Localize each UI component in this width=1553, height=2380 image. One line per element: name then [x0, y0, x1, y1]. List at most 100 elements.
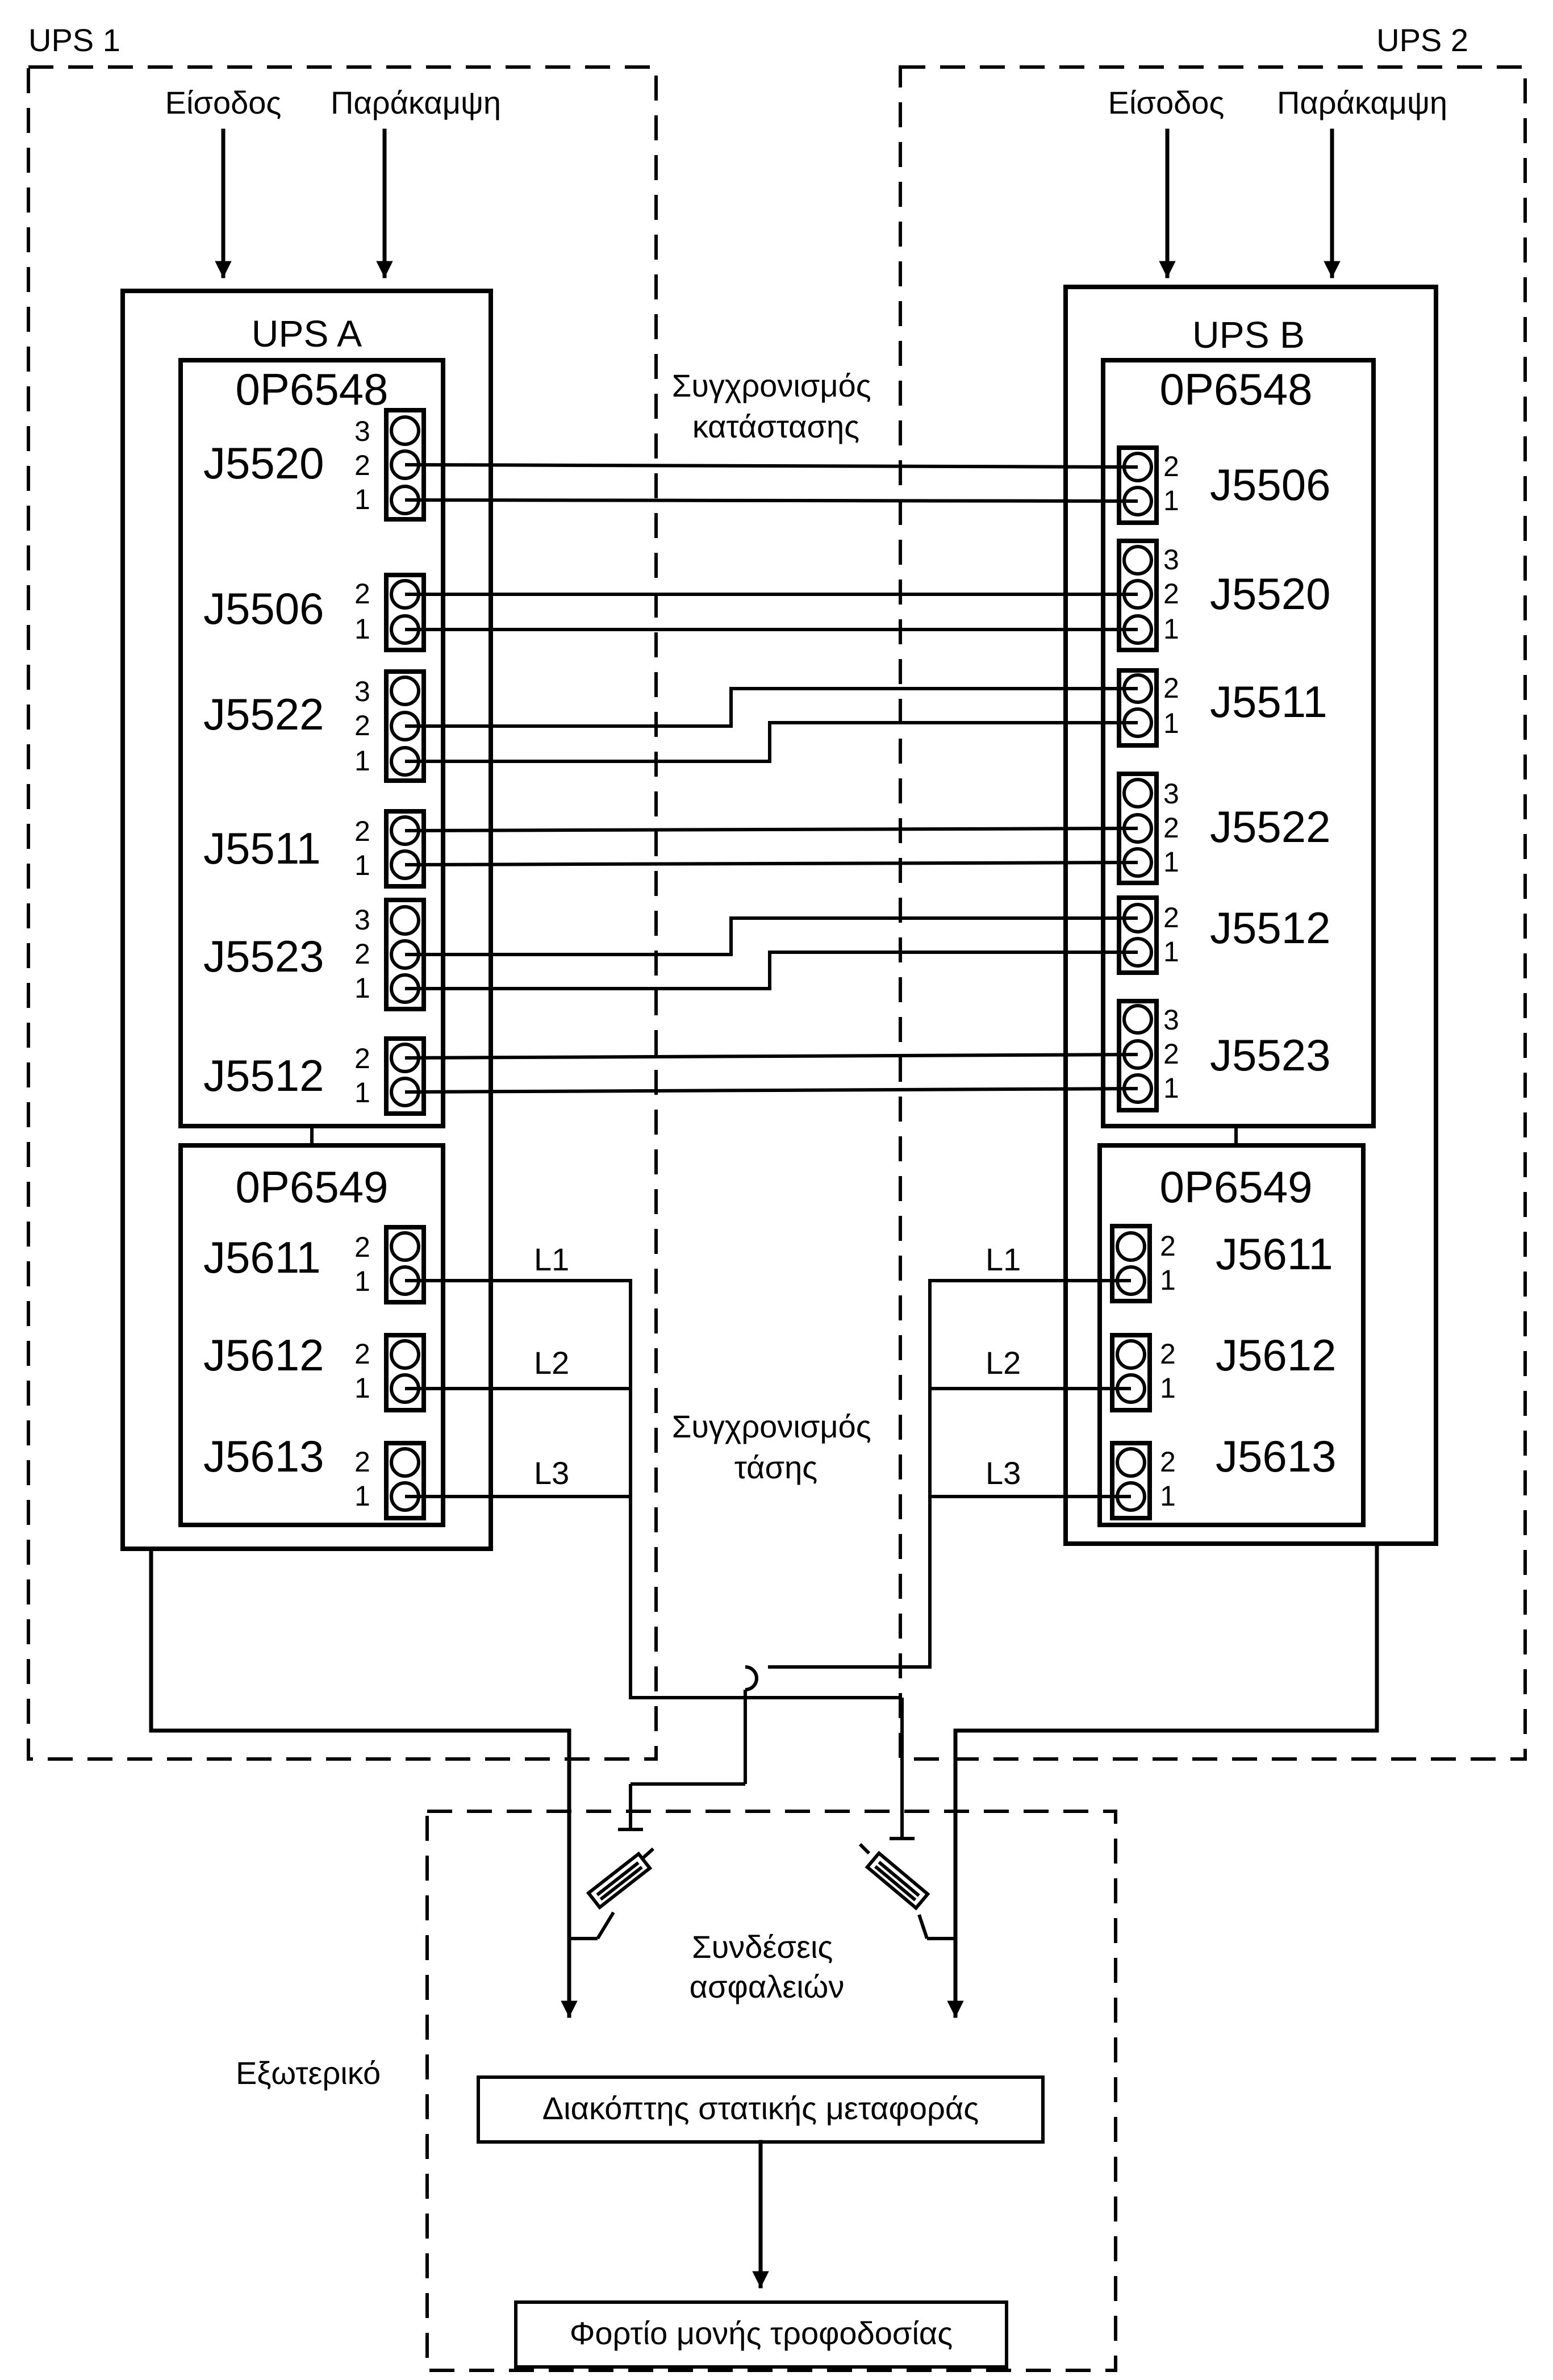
pin-label: 1	[354, 745, 370, 777]
pin-label: 3	[1163, 778, 1179, 810]
pin-label: 3	[1163, 544, 1179, 576]
pin-label: 3	[354, 904, 370, 936]
single-feed-load-label: Φορτίο μονής τροφοδοσίας	[570, 2315, 953, 2351]
pin-label: 2	[1160, 1338, 1176, 1370]
connector-name: J5506	[1210, 460, 1331, 510]
pin-label: 2	[354, 710, 370, 741]
wire	[405, 916, 1138, 956]
status-sync-line1: Συγχρονισμός	[672, 368, 871, 403]
ups-a-board2-label: 0P6549	[236, 1162, 389, 1212]
pin-label: 2	[354, 1338, 370, 1370]
pin-label: 1	[354, 972, 370, 1004]
ups-a-label: UPS A	[252, 312, 362, 355]
connector-name: J5520	[203, 438, 324, 488]
connector-name: J5522	[1210, 802, 1331, 852]
ups2-title: UPS 2	[1376, 22, 1468, 58]
connector-name: J5522	[203, 689, 324, 739]
pin-label: 3	[1163, 1004, 1179, 1036]
ups2-enclosure	[899, 65, 1527, 1761]
voltage-sync-line1: Συγχρονισμός	[672, 1408, 871, 1444]
pin-label: 2	[354, 938, 370, 970]
connector-name: J5512	[1210, 903, 1331, 953]
line-label: L2	[534, 1345, 569, 1381]
ups-b-board-0p6549	[1097, 1143, 1366, 1527]
connector-name: J5511	[1210, 677, 1327, 727]
external-enclosure	[425, 1810, 1117, 2372]
pin-label: 1	[1163, 485, 1179, 516]
line-label: L1	[534, 1241, 569, 1277]
connector-name: J5520	[1210, 569, 1331, 619]
pin-label: 1	[1160, 1372, 1176, 1404]
connector-name: J5523	[203, 931, 324, 981]
ups-a-connector-j5511: J5511 2 1	[203, 809, 426, 889]
line-label: L3	[986, 1455, 1021, 1491]
ups-b-label: UPS B	[1192, 314, 1305, 356]
ups-b-connector-j5512: J5512 2 1	[1117, 895, 1331, 975]
wire	[405, 951, 1138, 990]
pin-label: 2	[1163, 672, 1179, 704]
pin-label: 1	[354, 849, 370, 881]
pin-label: 2	[354, 1043, 370, 1074]
pin-label: 2	[1163, 578, 1179, 610]
pin-label: 2	[354, 449, 370, 481]
line-label: L3	[534, 1455, 569, 1491]
ups-b-unit	[1063, 285, 1438, 1546]
ups2-bypass-label: Παράκαμψη	[1277, 85, 1447, 120]
ups-a-board1-label: 0P6548	[236, 364, 389, 414]
pin-label: 1	[1163, 846, 1179, 878]
ups-a-connector-j5523: J5523 3 2 1	[203, 898, 426, 1011]
connector-name: J5612	[203, 1330, 324, 1380]
ups-b-connector-j5522: J5522 3 2 1	[1117, 772, 1331, 885]
ups-b-connector-j5613: J5613 2 1	[1110, 1431, 1337, 1520]
wire-l1-right	[768, 1279, 1131, 1669]
ups-b-board-0p6548	[1101, 358, 1376, 1128]
ups-b-output-feed	[947, 1541, 1379, 2018]
ups-a-connector-j5611: J5611 2 1	[203, 1225, 426, 1304]
connector-name: J5512	[203, 1051, 324, 1101]
single-feed-load	[514, 2300, 1008, 2369]
ups-b-connector-j5511: J5511 2 1	[1117, 668, 1327, 748]
connector-name: J5523	[1210, 1030, 1331, 1080]
line-label: L2	[986, 1345, 1021, 1381]
pin-label: 2	[1160, 1230, 1176, 1262]
wire	[404, 861, 1138, 866]
fuse-connections-line1: Συνδέσεις	[692, 1929, 833, 1965]
ups-b-connector-j5506: J5506 2 1	[1117, 445, 1331, 525]
left-fuse	[569, 1847, 654, 1940]
connector-name: J5613	[203, 1431, 324, 1481]
pin-label: 1	[1160, 1480, 1176, 1512]
connector-name: J5611	[1216, 1229, 1333, 1279]
pin-label: 1	[354, 1265, 370, 1297]
ups-a-connector-j5613: J5613 2 1	[203, 1431, 426, 1520]
pin-label: 1	[1163, 1072, 1179, 1104]
pin-label: 2	[1163, 812, 1179, 844]
wire	[404, 498, 1138, 503]
status-sync-line2: κατάστασης	[692, 409, 859, 444]
connector-name: J5506	[203, 583, 324, 633]
ups1-bypass-label: Παράκαμψη	[331, 85, 501, 120]
pin-label: 1	[354, 1480, 370, 1512]
pin-label: 2	[1163, 1038, 1179, 1070]
connector-name: J5511	[203, 823, 321, 873]
pin-label: 1	[1160, 1264, 1176, 1296]
line-label: L1	[986, 1241, 1021, 1277]
voltage-sync-line2: τάσης	[734, 1449, 817, 1485]
wire	[405, 721, 1138, 763]
ups1-enclosure	[27, 65, 658, 1761]
pin-label: 1	[354, 613, 370, 645]
ups-b-connector-j5611: J5611 2 1	[1110, 1224, 1333, 1303]
ups-a-unit	[120, 289, 493, 1551]
static-transfer-switch-label: Διακόπτης στατικής μεταφοράς	[542, 2090, 979, 2126]
ups-b-connector-j5612: J5612 2 1	[1110, 1330, 1337, 1412]
ups-b-connector-j5523: J5523 3 2 1	[1117, 999, 1331, 1112]
ups-a-connector-j5506: J5506 2 1	[203, 573, 426, 652]
fuse-connections-line2: ασφαλειών	[690, 1969, 845, 2004]
wire	[405, 687, 1138, 728]
connector-name: J5612	[1216, 1330, 1337, 1380]
wire	[404, 1087, 1138, 1094]
ups-b-connector-j5520: J5520 3 2 1	[1117, 539, 1331, 652]
pin-label: 1	[1163, 613, 1179, 645]
pin-label: 1	[354, 1372, 370, 1404]
status-sync-wires	[404, 463, 1138, 1094]
